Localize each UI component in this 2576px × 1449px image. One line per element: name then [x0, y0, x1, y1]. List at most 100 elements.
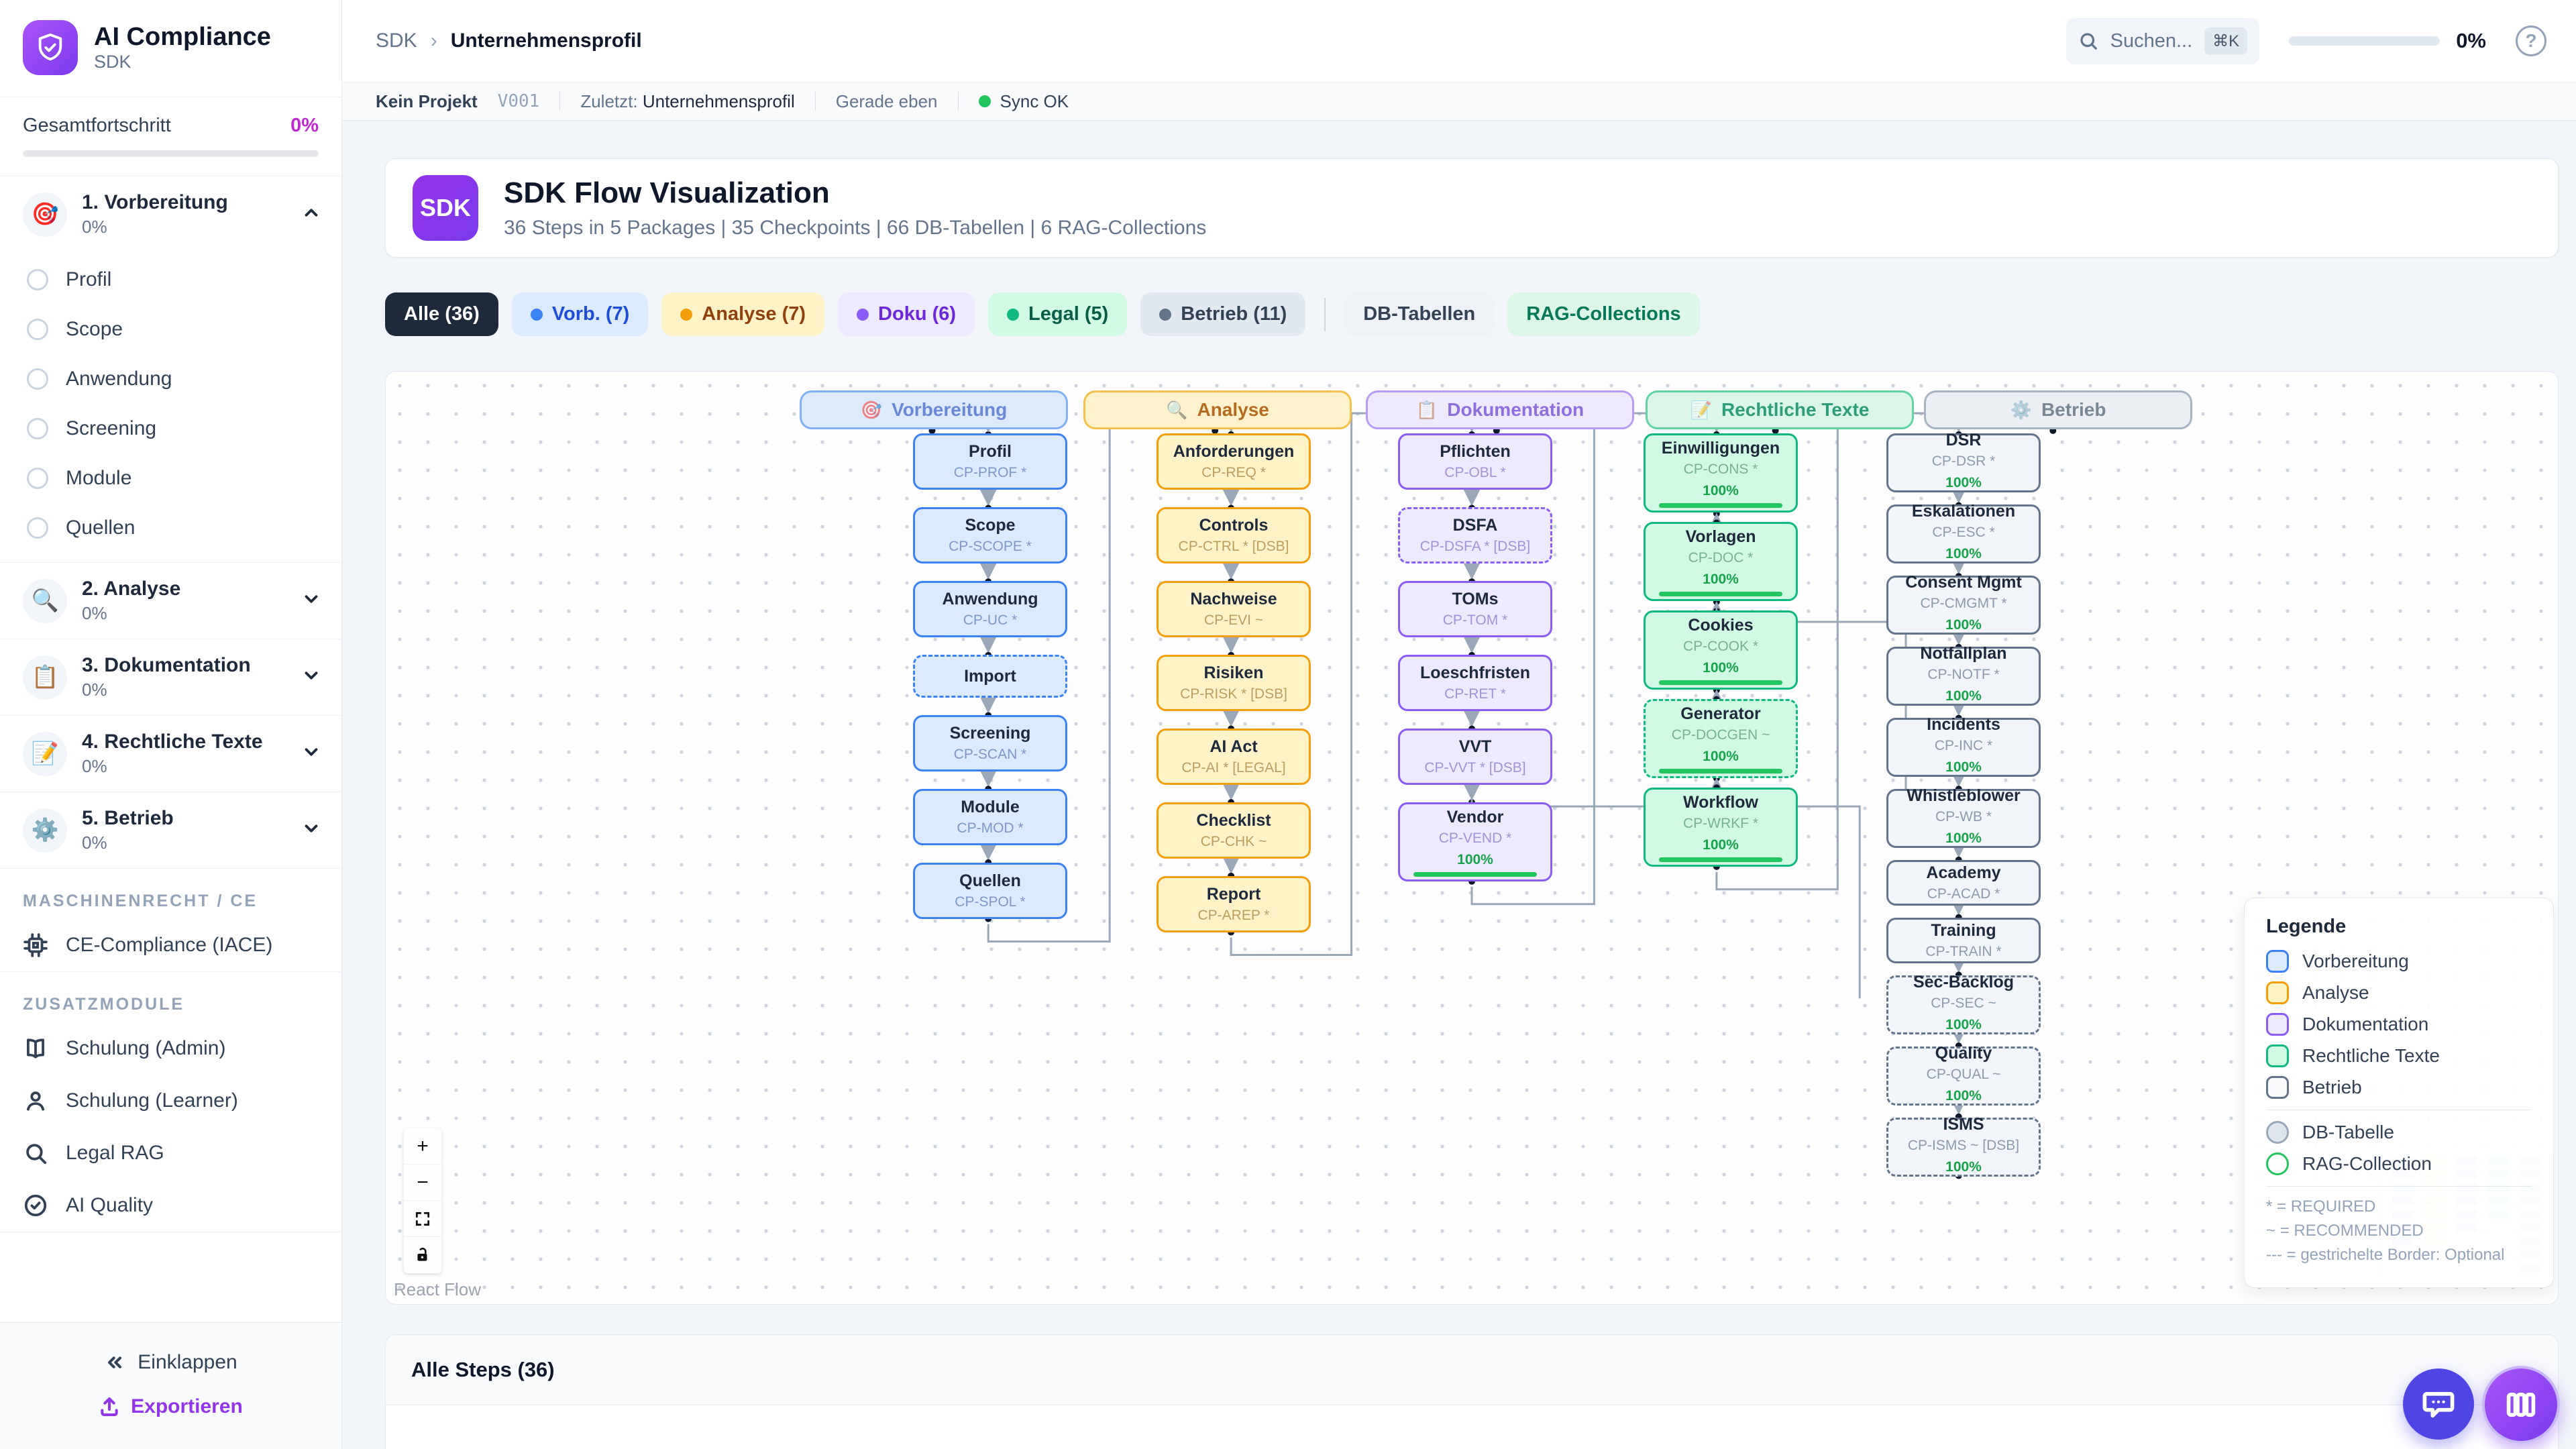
sidebar-item-anwendung[interactable]: Anwendung	[0, 354, 341, 404]
sidebar-item-schulung-learner[interactable]: Schulung (Learner)	[0, 1075, 341, 1127]
filter-pill-alle-36[interactable]: Alle (36)	[385, 292, 498, 336]
lock-button[interactable]	[404, 1237, 441, 1273]
node-code: CP-OBL *	[1444, 465, 1506, 480]
node-code: CP-SPOL *	[955, 894, 1026, 910]
sidebar-item-screening[interactable]: Screening	[0, 404, 341, 453]
sidebar-item-ai-quality[interactable]: AI Quality	[0, 1179, 341, 1232]
collapse-sidebar-button[interactable]: Einklappen	[0, 1340, 341, 1385]
sidebar-item-schulung-admin[interactable]: Schulung (Admin)	[0, 1022, 341, 1075]
filter-pill-legal-5[interactable]: Legal (5)	[988, 292, 1128, 336]
sidebar-item-ce-compliance-iace[interactable]: CE-Compliance (IACE)	[0, 919, 341, 971]
export-button[interactable]: Exportieren	[0, 1385, 341, 1429]
filter-pill-rag-collections[interactable]: RAG-Collections	[1507, 292, 1700, 336]
collapse-label: Einklappen	[138, 1351, 237, 1373]
package-label: Dokumentation	[1447, 399, 1585, 420]
chevron-down-icon[interactable]	[301, 665, 321, 689]
node-code: CP-DSR *	[1931, 453, 1996, 469]
filter-label: DB-Tabellen	[1363, 303, 1476, 325]
flow-package-header-betrieb[interactable]: ⚙️Betrieb	[1924, 390, 2192, 429]
zoom-in-button[interactable]: +	[404, 1128, 441, 1165]
breadcrumb-root[interactable]: SDK	[376, 30, 417, 52]
sidebar-item-scope[interactable]: Scope	[0, 305, 341, 354]
sync-status: Sync OK	[978, 91, 1069, 112]
flow-package-header-dokumentation[interactable]: 📋Dokumentation	[1366, 390, 1634, 429]
node-title: Report	[1206, 885, 1261, 904]
node-code: CP-EVI ~	[1203, 612, 1264, 628]
section-title: 2. Analyse	[82, 578, 181, 600]
columns-panel-button[interactable]	[2482, 1366, 2560, 1444]
chevron-down-icon[interactable]	[301, 818, 321, 842]
fit-view-button[interactable]	[404, 1201, 441, 1237]
chevron-down-icon[interactable]	[301, 589, 321, 612]
node-title: Screening	[949, 724, 1031, 743]
flow-package-header-rechtliche-texte[interactable]: 📝Rechtliche Texte	[1646, 390, 1914, 429]
chevron-up-icon[interactable]	[301, 203, 321, 226]
chevron-down-icon[interactable]	[301, 742, 321, 765]
section-progress: 0%	[82, 756, 107, 776]
sidebar-item-module[interactable]: Module	[0, 453, 341, 503]
flow-node-import[interactable]: Import	[913, 655, 1067, 698]
sidebar-item-profil[interactable]: Profil	[0, 255, 341, 305]
chat-button[interactable]	[2403, 1368, 2474, 1440]
node-code: CP-MOD *	[957, 820, 1024, 836]
flow-package-header-analyse[interactable]: 🔍Analyse	[1083, 390, 1352, 429]
legend-label: Vorbereitung	[2302, 951, 2409, 971]
filter-pill-betrieb-11[interactable]: Betrieb (11)	[1140, 292, 1306, 336]
sidebar-item-quellen[interactable]: Quellen	[0, 503, 341, 553]
filter-pill-db-tabellen[interactable]: DB-Tabellen	[1344, 292, 1495, 336]
help-button[interactable]: ?	[2516, 25, 2546, 56]
node-title: AI Act	[1210, 737, 1258, 756]
filter-pill-doku-6[interactable]: Doku (6)	[838, 292, 975, 336]
zoom-out-button[interactable]: −	[404, 1165, 441, 1201]
filter-pill-vorb-7[interactable]: Vorb. (7)	[511, 292, 649, 336]
chat-bubble-icon	[2422, 1392, 2455, 1418]
sidebar-item-legal-rag[interactable]: Legal RAG	[0, 1127, 341, 1179]
filter-pill-analyse-7[interactable]: Analyse (7)	[661, 292, 825, 336]
search-input[interactable]: Suchen... ⌘K	[2065, 17, 2260, 64]
node-progress-value: 100%	[1703, 482, 1739, 498]
flow-package-header-vorbereitung[interactable]: 🎯Vorbereitung	[800, 390, 1068, 429]
node-code: CP-ACAD *	[1927, 886, 2000, 902]
